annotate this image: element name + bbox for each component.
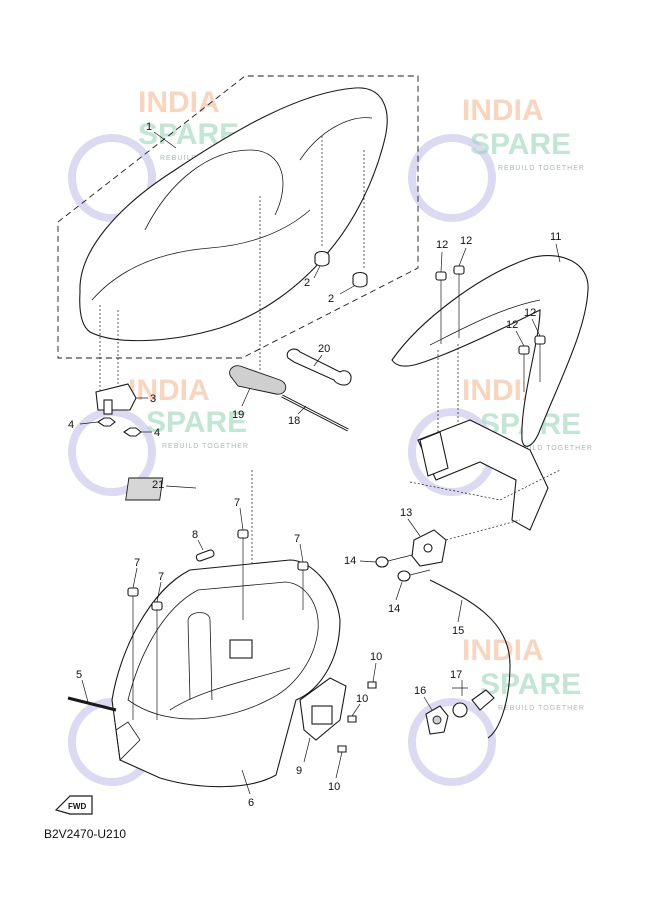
screw-10b[interactable] (347, 715, 357, 723)
bolt-12a[interactable] (435, 271, 447, 344)
watermark-line2: SPARE (480, 668, 581, 701)
leader-lock (445, 519, 521, 541)
seat-hinge-bracket[interactable] (95, 383, 137, 415)
callout-2a: 2 (304, 277, 310, 289)
stay-rod[interactable] (67, 696, 117, 712)
callout-21: 21 (152, 479, 164, 491)
bolt-7b[interactable] (151, 601, 163, 720)
seat-lock[interactable] (411, 529, 447, 567)
seat-lock-cable[interactable] (429, 579, 511, 739)
diagram-code: B2V2470-U210 (44, 827, 126, 841)
callout-1: 1 (146, 121, 152, 133)
screw-10c[interactable] (337, 745, 347, 753)
callout-14b: 14 (388, 603, 400, 615)
nut-b[interactable] (123, 427, 142, 437)
pad[interactable] (195, 549, 215, 562)
callout-20: 20 (318, 343, 330, 355)
callout-19: 19 (232, 409, 244, 421)
callouts: 1 2 2 3 4 4 5 6 7 7 7 7 8 9 10 10 10 11 (68, 121, 561, 809)
callout-3: 3 (150, 393, 156, 405)
watermark-tagline: REBUILD TOGETHER (506, 445, 593, 452)
grab-rail[interactable] (391, 255, 589, 447)
wrench[interactable] (286, 348, 352, 386)
callout-11: 11 (550, 231, 561, 243)
watermark-line2: SPARE (470, 128, 571, 161)
watermark-line1: INDIA (138, 86, 220, 119)
rear-frame-bracket[interactable] (409, 419, 561, 531)
callout-4b: 4 (154, 427, 160, 439)
callout-4a: 4 (68, 419, 74, 431)
watermark-tagline: REBUILD TOGETHER (498, 705, 585, 712)
callout-10b: 10 (356, 693, 368, 705)
watermark-top-right: INDIA SPARE REBUILD TOGETHER (408, 94, 585, 222)
callout-12d: 12 (524, 307, 536, 319)
watermark-tagline: REBUILD TOGETHER (498, 165, 585, 172)
fwd-arrow: FWD (54, 795, 93, 815)
seat-group-outline (57, 75, 419, 359)
callout-14a: 14 (344, 555, 356, 567)
callout-7a: 7 (134, 557, 140, 569)
callout-2b: 2 (328, 293, 334, 305)
watermark-line1: INDIA (462, 634, 544, 667)
seat[interactable] (79, 87, 388, 342)
watermark-top-left: INDIA SPARE REBUILD TOGETHER (68, 86, 246, 222)
screw-14a[interactable] (375, 554, 413, 568)
callout-12a: 12 (436, 239, 448, 251)
callout-17: 17 (450, 669, 462, 681)
callout-8: 8 (192, 529, 198, 541)
watermark-bottom-right: INDIA SPARE REBUILD TOGETHER (408, 634, 585, 786)
damper-b[interactable] (352, 271, 368, 288)
watermark-tagline: REBUILD TOGETHER (162, 443, 249, 450)
callout-9: 9 (296, 765, 302, 777)
watermark-line2: SPARE (146, 406, 247, 439)
owners-manual[interactable] (125, 477, 164, 501)
screw-14b[interactable] (397, 569, 431, 582)
callout-12b: 12 (460, 235, 472, 247)
callout-7c: 7 (234, 497, 240, 509)
callout-15: 15 (452, 625, 464, 637)
watermark-line1: INDIA (462, 94, 544, 127)
cable-holder[interactable] (425, 705, 449, 735)
callout-18: 18 (288, 415, 300, 427)
callout-5: 5 (76, 669, 82, 681)
side-cover[interactable] (299, 677, 347, 741)
fwd-label: FWD (68, 802, 86, 811)
damper-a[interactable] (314, 250, 330, 267)
watermark-line1: INDIA (128, 374, 210, 407)
callout-7b: 7 (158, 571, 164, 583)
callout-10c: 10 (328, 781, 340, 793)
nut-a[interactable] (97, 417, 116, 427)
luggage-box[interactable] (111, 559, 341, 788)
callout-13: 13 (400, 507, 412, 519)
bolt-7a[interactable] (127, 587, 139, 720)
callout-6: 6 (248, 797, 254, 809)
screwdriver[interactable] (281, 394, 349, 432)
tool-bag[interactable] (229, 365, 287, 395)
callout-7d: 7 (294, 533, 300, 545)
screw-10a[interactable] (367, 681, 377, 689)
lock-cylinder[interactable] (452, 680, 495, 718)
bolt-7d[interactable] (297, 561, 309, 610)
callout-16: 16 (414, 685, 426, 697)
callout-12c: 12 (506, 319, 518, 331)
bolt-12c[interactable] (518, 345, 530, 392)
bolt-12d[interactable] (534, 335, 546, 382)
callout-10a: 10 (370, 651, 382, 663)
